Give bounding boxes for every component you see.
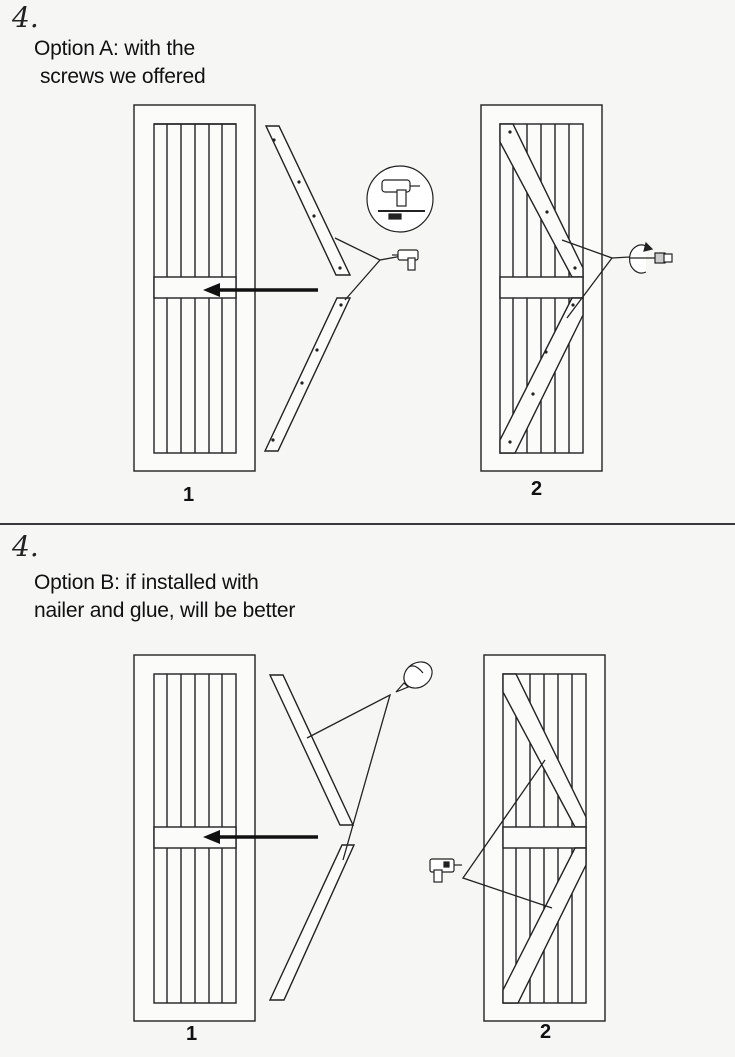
brace-top-b1 bbox=[268, 674, 355, 826]
option-a-diagram bbox=[133, 104, 673, 472]
figure-label-b2: 2 bbox=[540, 1021, 552, 1043]
option-b-heading: Option B: if installed with nailer and g… bbox=[34, 569, 295, 625]
heading-line-1: Option A: with the bbox=[34, 37, 195, 60]
step-number: 4. bbox=[12, 1, 39, 34]
section-divider bbox=[0, 523, 735, 525]
screwdriver-icon bbox=[628, 241, 673, 274]
door-panel-a2 bbox=[480, 104, 603, 472]
door-panel-b2 bbox=[483, 654, 606, 1022]
step-number: 4. bbox=[12, 530, 39, 563]
heading-line-1: Option B: if installed with bbox=[34, 571, 259, 594]
door-panel-a1 bbox=[133, 104, 256, 472]
option-a-heading: Option A: with the screws we offered bbox=[34, 35, 206, 91]
figure-label-b1: 1 bbox=[186, 1023, 198, 1045]
option-b-section: 4. Option B: if installed with nailer an… bbox=[0, 525, 735, 1057]
direction-arrow-icon bbox=[203, 283, 318, 297]
option-a-section: 4. Option A: with the screws we offered bbox=[0, 0, 735, 524]
glue-bottle-icon bbox=[395, 661, 433, 693]
figure-label-a2: 2 bbox=[531, 478, 543, 500]
screw-dots bbox=[271, 130, 577, 444]
brace-top-a1 bbox=[264, 125, 352, 276]
figure-label-a1: 1 bbox=[183, 484, 195, 506]
heading-line-2: screws we offered bbox=[40, 65, 206, 88]
option-b-diagram bbox=[133, 654, 606, 1022]
nail-gun-icon bbox=[429, 858, 462, 883]
drill-icon bbox=[366, 165, 434, 271]
brace-bottom-b1 bbox=[268, 844, 356, 1001]
brace-bottom-a1 bbox=[263, 297, 352, 452]
direction-arrow-icon bbox=[203, 830, 318, 844]
heading-line-2: nailer and glue, will be better bbox=[34, 599, 296, 622]
